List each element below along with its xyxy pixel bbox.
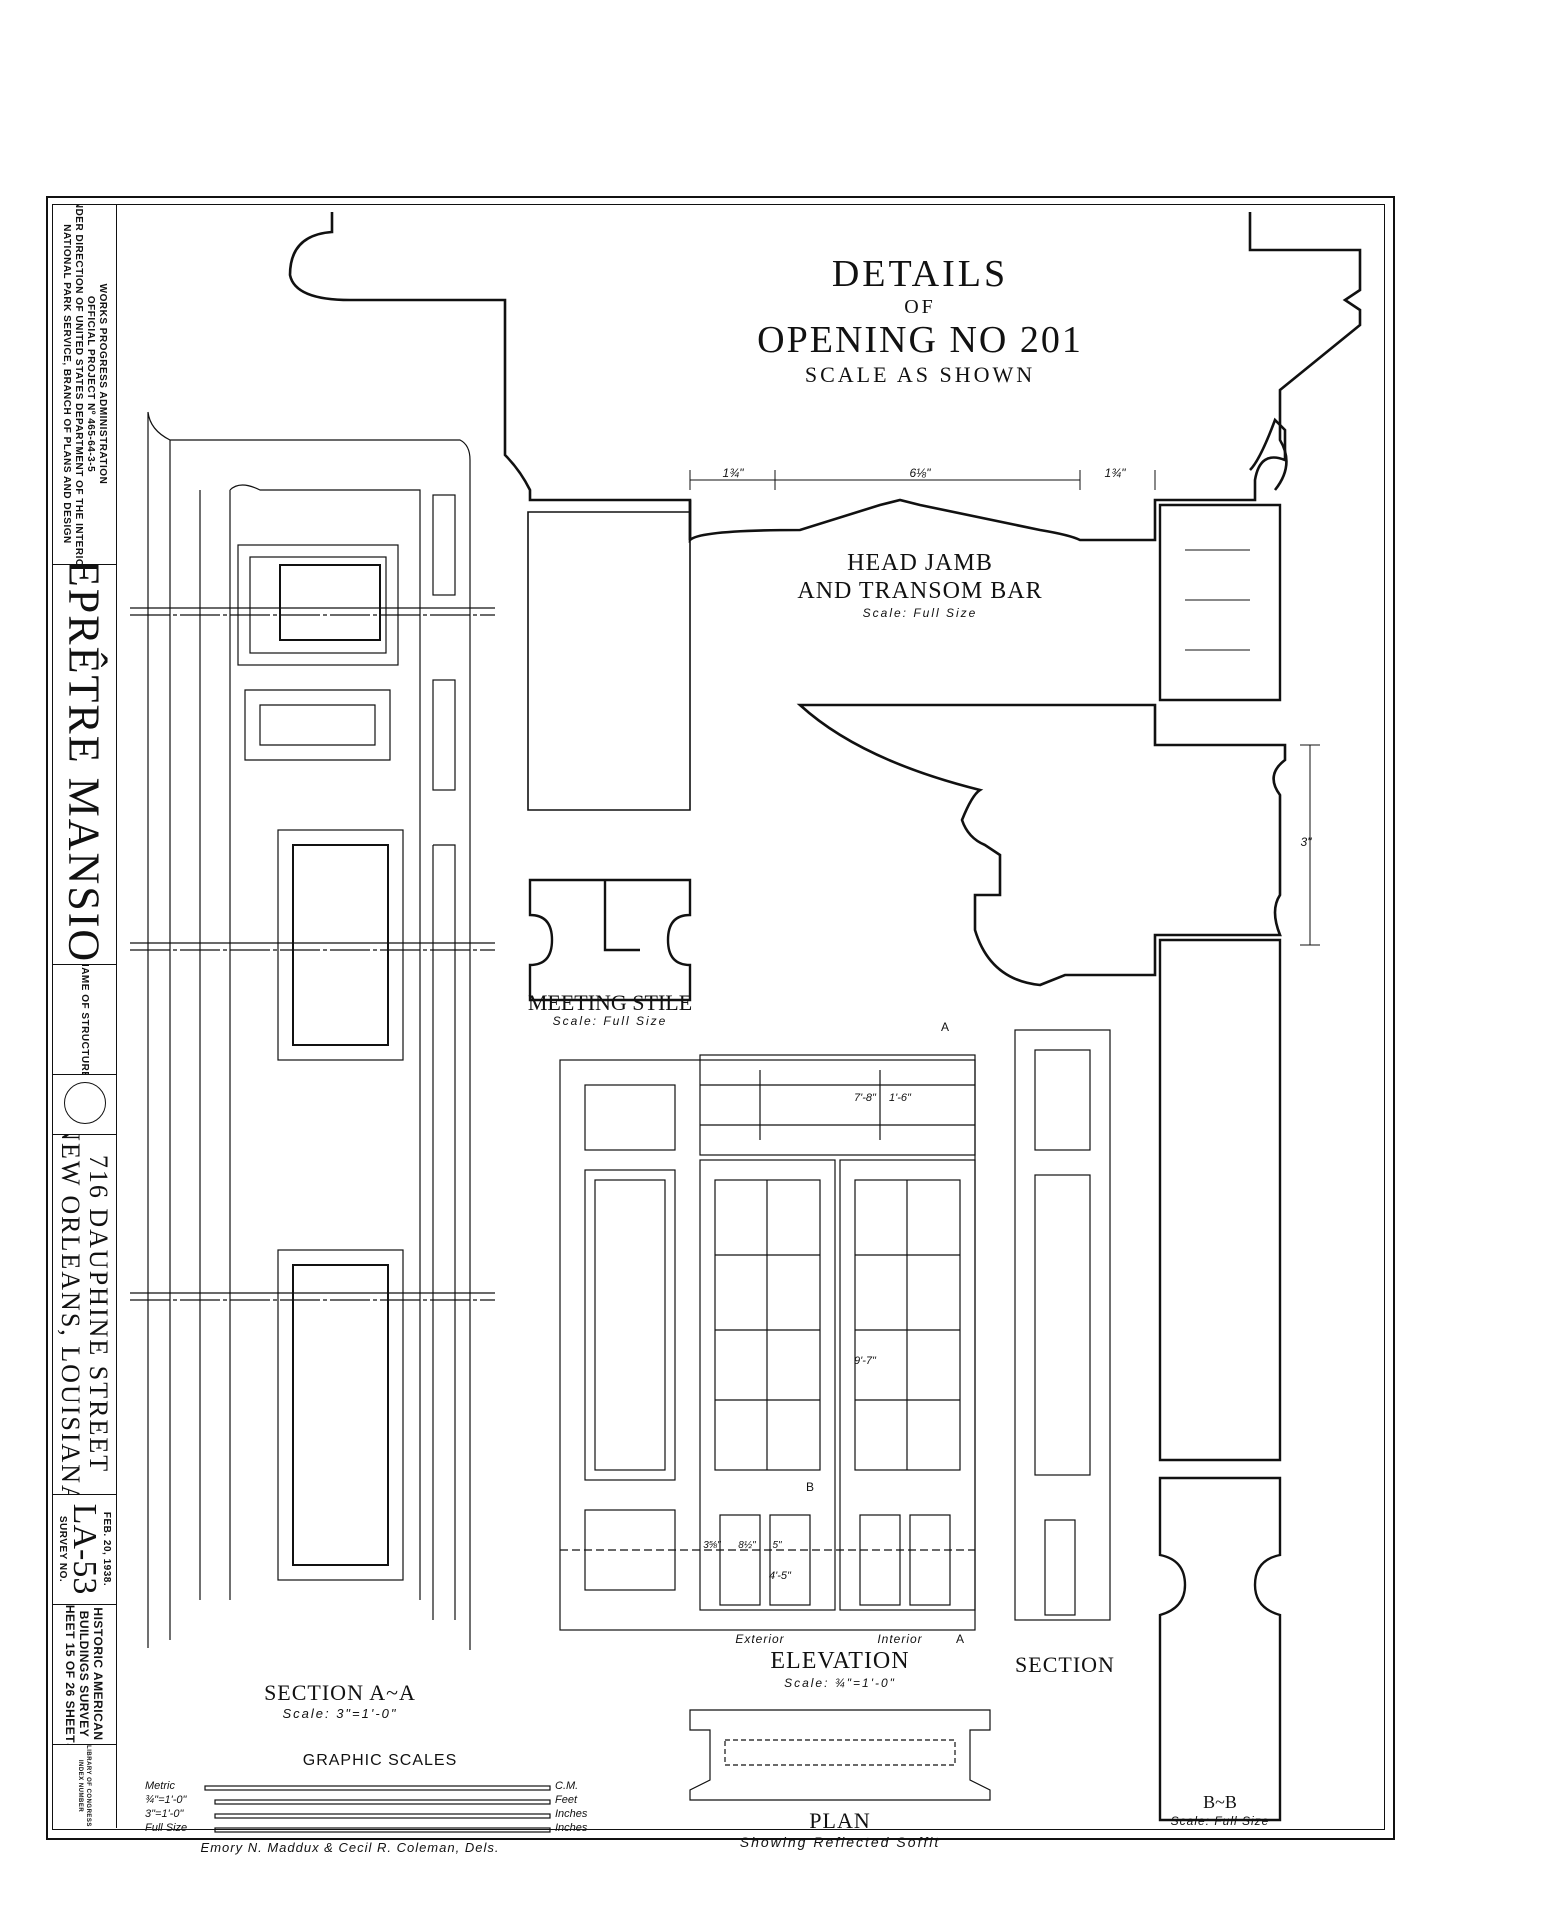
section-label: SECTION xyxy=(1015,1652,1115,1677)
plan-drawing xyxy=(689,1709,991,1801)
survey-cell: SURVEY NO. LA-53 FEB. 20, 1938. xyxy=(52,1494,116,1605)
name-label-cell: NAME OF STRUCTURE xyxy=(52,964,116,1075)
scale-unit-metric: C.M. xyxy=(555,1780,579,1792)
scale-unit-inches: Inches xyxy=(555,1808,588,1820)
small-section-drawing xyxy=(1014,1029,1111,1621)
title-block: WORKS PROGRESS ADMINISTRATION OFFICIAL P… xyxy=(52,204,117,1828)
title-line-1: DETAILS xyxy=(831,253,1009,295)
scale-label-inches: 3"=1'-0" xyxy=(145,1808,184,1820)
dim-right: 1¾" xyxy=(1104,466,1126,480)
elev-dim-4: 4'-5" xyxy=(769,1570,791,1582)
scale-label-fullsize: Full Size xyxy=(145,1822,188,1834)
title-line-3: OPENING NO 201 xyxy=(757,319,1083,361)
scale-unit-fullsize: Inches xyxy=(555,1822,588,1834)
scale-label-feet: ¾"=1'-0" xyxy=(145,1794,187,1806)
structure-cell: LEPRÊTRE MANSION xyxy=(52,564,116,965)
elev-dim-3: 9'-7" xyxy=(854,1355,876,1367)
draftsmen-credit: Emory N. Maddux & Cecil R. Coleman, Dels… xyxy=(200,1840,500,1855)
section-aa-label: SECTION A~A xyxy=(264,1680,416,1705)
meeting-stile-scale: Scale: Full Size xyxy=(552,1014,668,1028)
elevation-scale: Scale: ¾"=1'-0" xyxy=(784,1676,896,1690)
habs-cell: HISTORIC AMERICAN BUILDINGS SURVEY SHEET… xyxy=(52,1604,116,1745)
elev-dim-6: 8½" xyxy=(738,1540,756,1551)
elev-dim-5: 3⅝" xyxy=(703,1540,721,1551)
bb-label: B~B xyxy=(1203,1792,1237,1812)
section-mark-a-bottom: A xyxy=(955,1632,964,1646)
elevation-label: ELEVATION xyxy=(770,1648,910,1674)
head-jamb-label-1: HEAD JAMB xyxy=(847,550,993,576)
graphic-scales-drawing xyxy=(204,1785,551,1833)
dimension-lines xyxy=(689,470,1320,946)
dim-mid: 6⅛" xyxy=(909,466,931,480)
head-jamb-drawing xyxy=(288,212,1362,811)
title-line-4: SCALE AS SHOWN xyxy=(804,362,1036,387)
interior-label: Interior xyxy=(877,1632,923,1646)
plan-subtitle: Showing Reflected Soffit xyxy=(739,1834,941,1850)
survey-seal xyxy=(64,1082,106,1124)
title-line-2: OF xyxy=(904,296,936,318)
head-jamb-scale: Scale: Full Size xyxy=(862,606,978,620)
plan-label: PLAN xyxy=(809,1808,871,1833)
section-mark-a-top: A xyxy=(940,1020,949,1034)
elev-dim-1: 1'-6" xyxy=(889,1092,911,1104)
address-cell: 716 DAUPHINE STREET NEW ORLEANS, LOUISIA… xyxy=(52,1134,116,1495)
meeting-stile-label: MEETING STILE xyxy=(527,990,693,1015)
graphic-scales-title: GRAPHIC SCALES xyxy=(302,1752,458,1769)
bb-scale: Scale: Full Size xyxy=(1170,1814,1270,1828)
section-aa-scale: Scale: 3"=1'-0" xyxy=(282,1706,398,1721)
sheet-border xyxy=(46,196,1395,1840)
elev-dim-7: 5" xyxy=(772,1540,782,1551)
exterior-label: Exterior xyxy=(735,1632,785,1646)
inner-border xyxy=(52,204,1385,1830)
scale-unit-feet: Feet xyxy=(555,1794,578,1806)
head-jamb-label-2: AND TRANSOM BAR xyxy=(797,578,1043,604)
dim-side: 3" xyxy=(1300,835,1312,849)
stamp-cell xyxy=(52,1074,116,1135)
elevation-drawing xyxy=(559,1054,976,1631)
right-section-drawing xyxy=(1158,503,1282,1822)
meeting-stile-drawing xyxy=(528,878,692,1002)
scale-label-metric: Metric xyxy=(145,1780,175,1792)
agency-cell: WORKS PROGRESS ADMINISTRATION OFFICIAL P… xyxy=(52,204,116,565)
dim-left: 1¾" xyxy=(722,466,744,480)
transom-bar-drawing xyxy=(796,703,1287,987)
elev-dim-2: 7'-8" xyxy=(854,1092,876,1104)
section-mark-b: B xyxy=(805,1480,814,1494)
section-aa-drawing xyxy=(130,411,495,1650)
